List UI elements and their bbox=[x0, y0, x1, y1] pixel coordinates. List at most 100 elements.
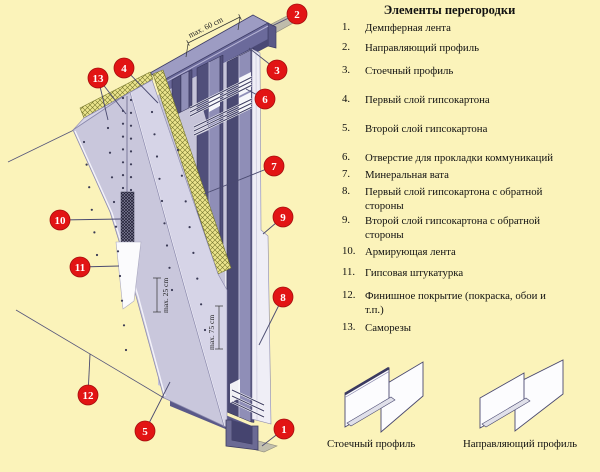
legend-item-6: 6.Отверстие для прокладки коммуникаций bbox=[332, 151, 582, 165]
screw-dot bbox=[165, 244, 169, 247]
callout-number-8: 8 bbox=[280, 292, 286, 304]
callout-circle-10 bbox=[49, 209, 71, 231]
screw-dot bbox=[95, 253, 99, 257]
legend-item-number: 8. bbox=[342, 185, 351, 197]
screw-dot bbox=[114, 225, 118, 228]
track-profile-drawing bbox=[479, 359, 564, 432]
legend-item-8: 8.Первый слой гипсокартона с обратной ст… bbox=[332, 185, 582, 213]
screw-dot bbox=[121, 96, 125, 100]
callout-number-6: 6 bbox=[262, 94, 268, 106]
screw-dot bbox=[121, 186, 125, 190]
mineral-wool bbox=[79, 69, 232, 275]
callout-number-1: 1 bbox=[281, 424, 287, 436]
legend-item-number: 10. bbox=[342, 245, 356, 257]
legend-item-text: Финишное покрытие (покраска, обои и т.п.… bbox=[365, 290, 546, 316]
screw-dot bbox=[170, 288, 174, 292]
panel5-top-edge bbox=[72, 91, 131, 131]
reinforcing-tape bbox=[120, 191, 135, 248]
screw-dot bbox=[192, 251, 195, 254]
dimension-gap-label: max. 75 cm bbox=[207, 315, 216, 350]
screw-dot bbox=[124, 348, 128, 352]
legend-item-7: 7. Минеральная вата bbox=[332, 168, 582, 182]
legend-item-text: Первый слой гипсокартона bbox=[365, 94, 490, 106]
callout-number-13: 13 bbox=[93, 73, 105, 85]
callout-number-4: 4 bbox=[121, 63, 127, 75]
legend-item-9: 9. Второй слой гипсокартона с обратной ст… bbox=[332, 214, 582, 242]
callout-number-11: 11 bbox=[75, 262, 85, 274]
legend-item-text: Армирующая лента bbox=[365, 246, 456, 258]
callout-circle-8 bbox=[272, 286, 294, 308]
screw-dot bbox=[112, 200, 116, 204]
dimension-face bbox=[153, 277, 161, 313]
callout-number-3: 3 bbox=[274, 65, 280, 77]
stud-profile-drawing bbox=[344, 361, 424, 433]
gypsum-plaster-patch bbox=[115, 241, 142, 310]
screw-dot bbox=[121, 174, 125, 177]
legend-item-5: 5.Второй слой гипсокартона bbox=[332, 122, 582, 136]
legend-item-number: 7. bbox=[342, 168, 351, 180]
screw-dot bbox=[122, 324, 126, 327]
legend-item-number: 11. bbox=[342, 266, 356, 278]
screw-dot bbox=[129, 176, 133, 179]
screw-dot bbox=[129, 98, 133, 102]
legend-item-text: Гипсовая штукатурка bbox=[365, 267, 464, 279]
legend-item-text: Стоечный профиль bbox=[365, 65, 454, 77]
screw-dot bbox=[160, 199, 164, 203]
communication-pipes-upper bbox=[189, 76, 253, 117]
screw-dot bbox=[129, 150, 133, 153]
screw-dot bbox=[121, 135, 125, 138]
screw-dot bbox=[90, 208, 93, 211]
dimension-gap bbox=[215, 305, 223, 350]
screw-dot bbox=[106, 126, 110, 130]
legend-item-4: 4. Первый слой гипсокартона bbox=[332, 93, 582, 107]
callout-number-10: 10 bbox=[55, 215, 67, 227]
legend-item-number: 12. bbox=[342, 289, 356, 301]
screw-dot bbox=[176, 148, 180, 152]
legend-item-number: 1. bbox=[342, 21, 351, 33]
callout-number-9: 9 bbox=[280, 212, 286, 224]
legend-item-text: Минеральная вата bbox=[365, 169, 449, 181]
callout-number-5: 5 bbox=[142, 426, 148, 438]
screw-dot bbox=[129, 188, 133, 192]
legend-item-text: Второй слой гипсокартона с обратной стор… bbox=[365, 215, 541, 241]
drywall-second-layer bbox=[72, 91, 225, 427]
callout-circle-13 bbox=[87, 67, 109, 89]
callout-leader-7 bbox=[203, 165, 275, 195]
screw-dot bbox=[196, 277, 199, 280]
screw-dot bbox=[129, 137, 133, 140]
legend-item-text: Саморезы bbox=[365, 322, 412, 334]
screw-dot bbox=[82, 140, 86, 144]
legend-item-12: 12. Финишное покрытие (покраска, обои и т… bbox=[332, 289, 582, 317]
legend-item-number: 9. bbox=[342, 214, 351, 226]
screw-dot bbox=[121, 161, 125, 164]
screw-dot bbox=[110, 176, 114, 179]
legend-item-text: Демпферная лента bbox=[365, 22, 451, 34]
legend-item-number: 6. bbox=[342, 151, 351, 163]
screw-dot bbox=[108, 151, 112, 154]
screw-dot bbox=[120, 299, 124, 302]
screw-dot bbox=[184, 200, 187, 203]
screw-dot bbox=[118, 274, 122, 278]
callout-number-7: 7 bbox=[271, 161, 277, 173]
callout-circle-11 bbox=[69, 256, 91, 278]
stud-profile-label: Стоечный профиль bbox=[327, 438, 416, 450]
screw-dot bbox=[163, 222, 166, 225]
callout-number-12: 12 bbox=[83, 390, 95, 402]
legend-item-number: 2. bbox=[342, 41, 351, 53]
legend-item-number: 3. bbox=[342, 64, 351, 76]
legend-item-number: 4. bbox=[342, 93, 351, 105]
floor-track-cavity bbox=[232, 420, 252, 444]
screw-dot bbox=[116, 250, 120, 253]
top-track-end-cap bbox=[267, 22, 277, 49]
screw-dot bbox=[150, 110, 154, 114]
dimension-face-label: max. 25 cm bbox=[161, 278, 170, 313]
callout-circle-6 bbox=[254, 88, 276, 110]
screw-dot bbox=[129, 124, 133, 127]
legend-title: Элементы перегородки bbox=[383, 3, 516, 17]
legend-item-11: 11. Гипсовая штукатурка bbox=[332, 266, 582, 280]
screw-dot bbox=[88, 186, 91, 189]
pipes-bottom bbox=[230, 379, 265, 418]
